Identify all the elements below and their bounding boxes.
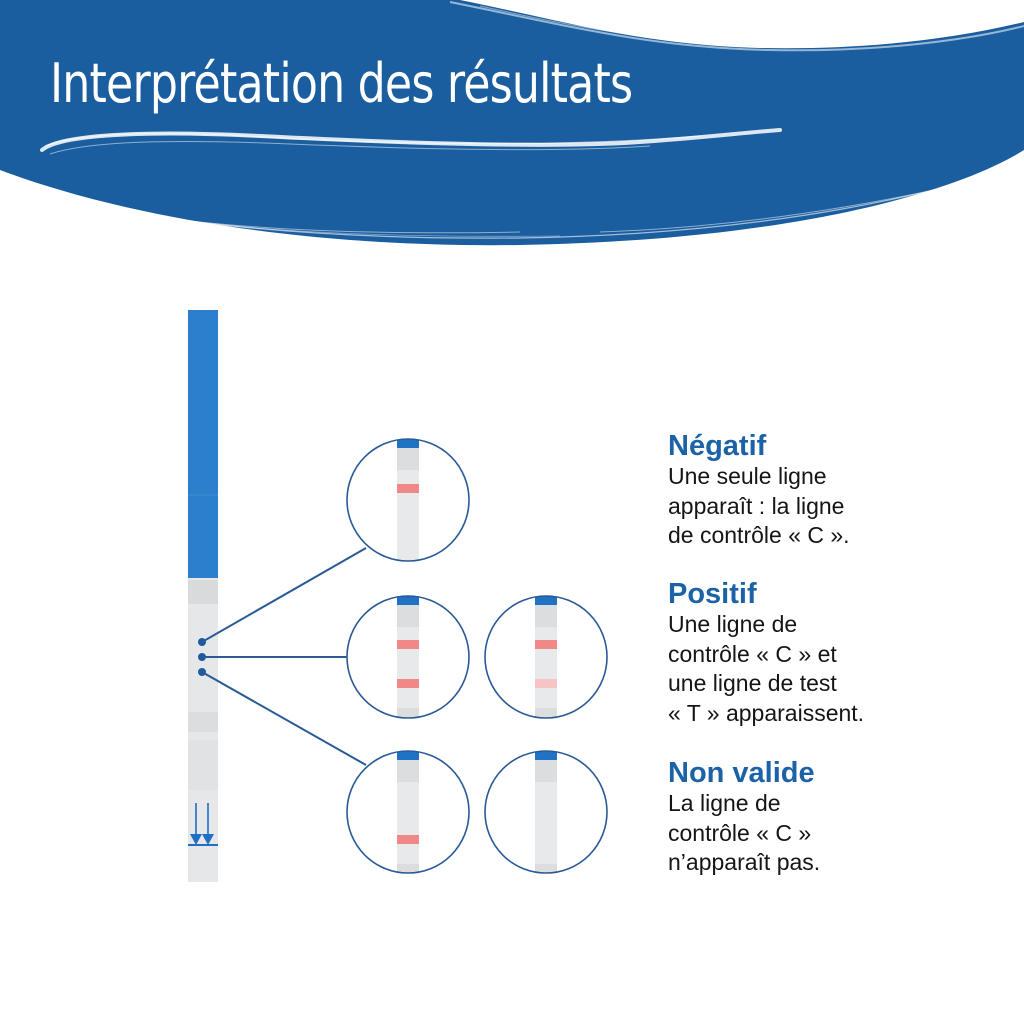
legend-negative: Négatif Une seule ligne apparaît : la li… — [668, 430, 850, 551]
zoom-circle-positive — [346, 595, 470, 719]
strip-handle — [188, 310, 218, 578]
zoom-circle-invalid-test-only — [346, 750, 470, 874]
page-title: Interprétation des résultats — [50, 52, 633, 115]
dip-arrows-icon — [188, 803, 218, 846]
control-line — [397, 640, 419, 649]
legend-positive: Positif Une ligne de contrôle « C » et u… — [668, 578, 864, 728]
test-line — [397, 835, 419, 844]
legend-title-invalid: Non valide — [668, 757, 815, 789]
legend-text-positive: Une ligne de contrôle « C » et une ligne… — [668, 611, 865, 726]
legend-title-negative: Négatif — [668, 430, 767, 462]
connector-lines — [201, 547, 367, 766]
legend-invalid: Non valide La ligne de contrôle « C » n’… — [668, 757, 820, 878]
header-banner: Interprétation des résultats — [0, 0, 1024, 260]
legend-text-negative: Une seule ligne apparaît : la ligne de c… — [668, 463, 850, 548]
legend-text-invalid: La ligne de contrôle « C » n’apparaît pa… — [668, 790, 821, 875]
test-line — [397, 679, 419, 688]
test-line-faint — [535, 679, 557, 688]
zoom-circle-negative — [346, 438, 470, 562]
legend-title-positive: Positif — [668, 578, 757, 610]
control-line — [397, 484, 419, 493]
zoom-circle-positive-faint — [484, 595, 608, 719]
brush-stroke-background — [0, 0, 1024, 249]
test-strip — [188, 310, 218, 882]
zoom-circle-invalid-none — [484, 750, 608, 874]
control-line — [535, 640, 557, 649]
